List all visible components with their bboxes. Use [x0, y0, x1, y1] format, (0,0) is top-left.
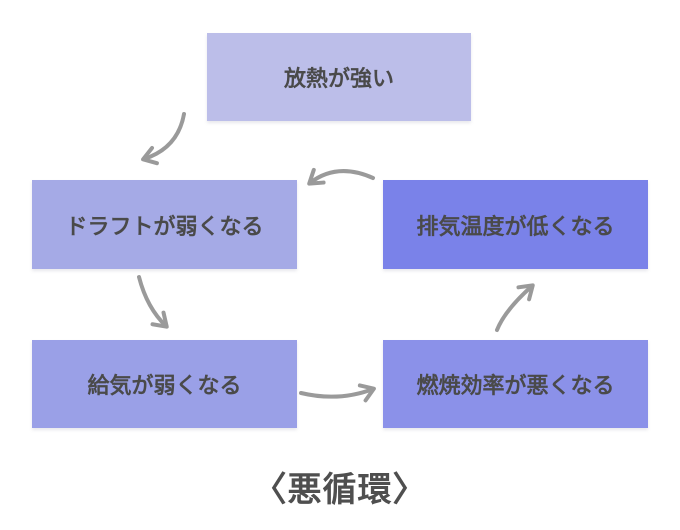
node-draft-weakens: ドラフトが弱くなる: [32, 180, 297, 269]
node-label: 給気が弱くなる: [87, 373, 242, 398]
node-combustion-efficiency-worsens: 燃焼効率が悪くなる: [383, 340, 648, 428]
arrow-combustion-to-exhaust: [495, 283, 535, 332]
node-label: 燃焼効率が悪くなる: [416, 373, 615, 398]
node-heat-strong: 放熱が強い: [207, 33, 471, 121]
arrow-heat-to-draft: [141, 112, 186, 166]
node-air-supply-weakens: 給気が弱くなる: [32, 340, 297, 428]
arrow-draft-to-airsupply: [137, 275, 169, 329]
diagram-title: 〈悪循環〉: [252, 471, 428, 509]
node-label: ドラフトが弱くなる: [65, 213, 264, 239]
node-label: 放熱が強い: [283, 66, 394, 91]
arrow-airsupply-to-combustion: [299, 383, 376, 403]
arrow-exhaust-to-draft: [307, 167, 375, 186]
node-exhaust-temp-drops: 排気温度が低くなる: [383, 180, 648, 269]
node-label: 排気温度が低くなる: [416, 213, 615, 239]
